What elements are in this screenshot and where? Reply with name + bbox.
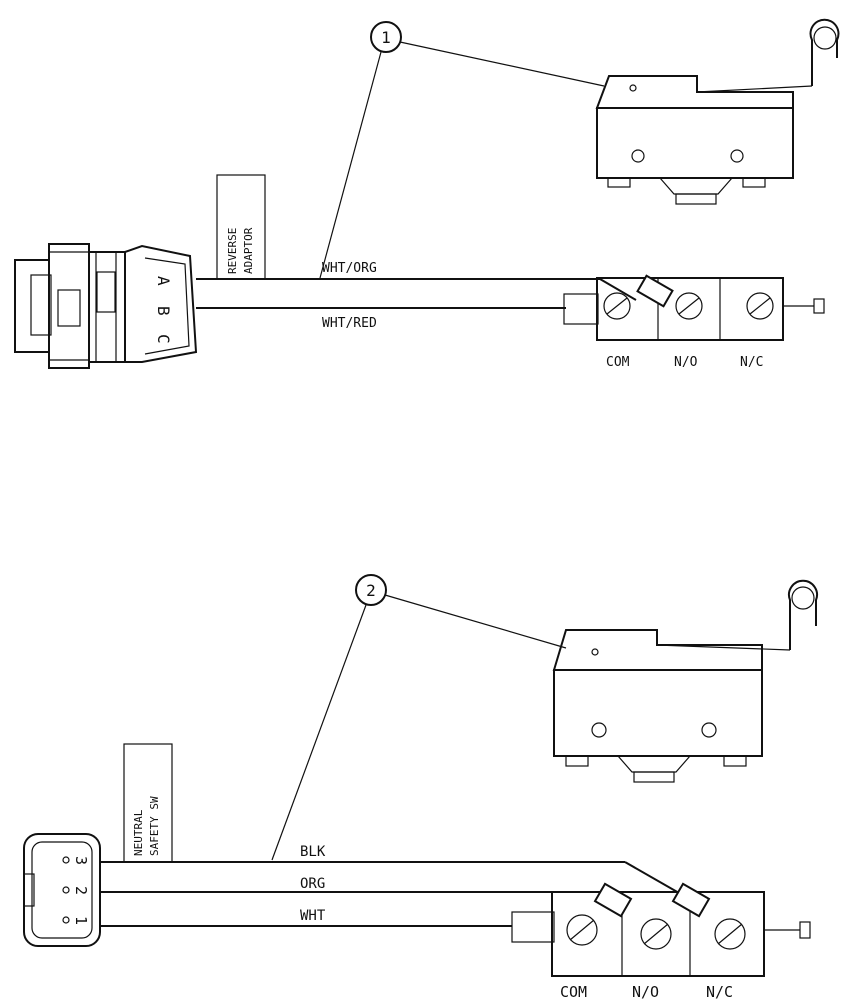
pin-1-label: 1 xyxy=(72,916,90,925)
terminal-block-1: COM N/O N/C xyxy=(563,274,825,370)
callout-1-label: 1 xyxy=(381,28,391,47)
callout-2-label: 2 xyxy=(366,581,376,600)
harness-diagram-2: 2 NEUTRAL SAFETY SW xyxy=(23,574,818,1000)
terminal-com-2: COM xyxy=(560,983,587,1000)
microswitch-2 xyxy=(552,579,818,783)
tag-2-line2: SAFETY SW xyxy=(148,796,161,856)
neutral-safety-sw-tag: NEUTRAL SAFETY SW xyxy=(123,743,173,863)
wire-label-wht-red: WHT/RED xyxy=(322,316,377,331)
harness-diagram-1: 1 REVERSE ADAPTOR xyxy=(14,18,840,370)
terminal-no-1: N/O xyxy=(674,355,698,370)
microswitch-1 xyxy=(595,18,840,205)
callout-1-leader-switch xyxy=(399,41,605,87)
terminal-block-2: COM N/O N/C xyxy=(511,882,811,1000)
terminal-no-2: N/O xyxy=(632,983,659,1000)
wires-1: WHT/ORG WHT/RED xyxy=(196,261,637,331)
tag-2-line1: NEUTRAL xyxy=(132,809,145,856)
wire-label-blk: BLK xyxy=(300,844,326,860)
terminal-nc-1: N/C xyxy=(740,355,763,370)
terminal-com-1: COM xyxy=(606,355,630,370)
callout-1: 1 xyxy=(319,21,605,279)
pin-3-label: 3 xyxy=(72,856,90,865)
pin-a-label: A xyxy=(154,276,173,286)
pin-c-label: C xyxy=(154,334,173,344)
tag-1-line1: REVERSE xyxy=(226,228,239,274)
pin-2-label: 2 xyxy=(72,886,90,895)
wire-label-wht: WHT xyxy=(300,908,326,924)
wires-2: BLK ORG WHT xyxy=(100,844,701,927)
connector-123: 3 2 1 xyxy=(23,833,101,947)
wire-label-wht-org: WHT/ORG xyxy=(322,261,377,276)
callout-2: 2 xyxy=(271,574,567,861)
pin-b-label: B xyxy=(154,306,173,316)
reverse-adaptor-tag: REVERSE ADAPTOR xyxy=(216,174,266,280)
connector-abc: A B C xyxy=(14,243,198,369)
callout-2-leader-switch xyxy=(384,594,567,649)
callout-2-leader-harness xyxy=(271,604,367,861)
terminal-nc-2: N/C xyxy=(706,983,733,1000)
tag-1-line2: ADAPTOR xyxy=(242,227,255,274)
wire-label-org: ORG xyxy=(300,876,325,892)
callout-1-leader-harness xyxy=(319,51,382,279)
